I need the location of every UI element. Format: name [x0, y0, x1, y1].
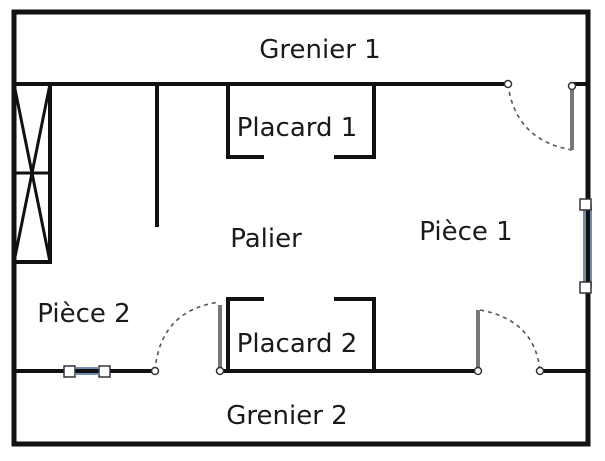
window-right-wall: [579, 198, 592, 294]
label-placard-1: Placard 1: [237, 113, 358, 143]
label-piece-1: Pièce 1: [419, 217, 512, 247]
label-grenier-1: Grenier 1: [259, 35, 380, 65]
door-piece-2: [150, 301, 225, 376]
label-placard-2: Placard 2: [237, 329, 358, 359]
placard-2-walls: [226, 297, 376, 373]
label-grenier-2: Grenier 2: [226, 401, 347, 431]
label-piece-2: Pièce 2: [37, 299, 130, 329]
door-piece-1-lower: [473, 309, 545, 376]
window-lower-left: [63, 365, 111, 378]
label-palier: Palier: [230, 224, 302, 254]
stairwell-box: [12, 82, 52, 264]
placard-1-walls: [226, 82, 376, 159]
door-top-right: [503, 79, 577, 151]
